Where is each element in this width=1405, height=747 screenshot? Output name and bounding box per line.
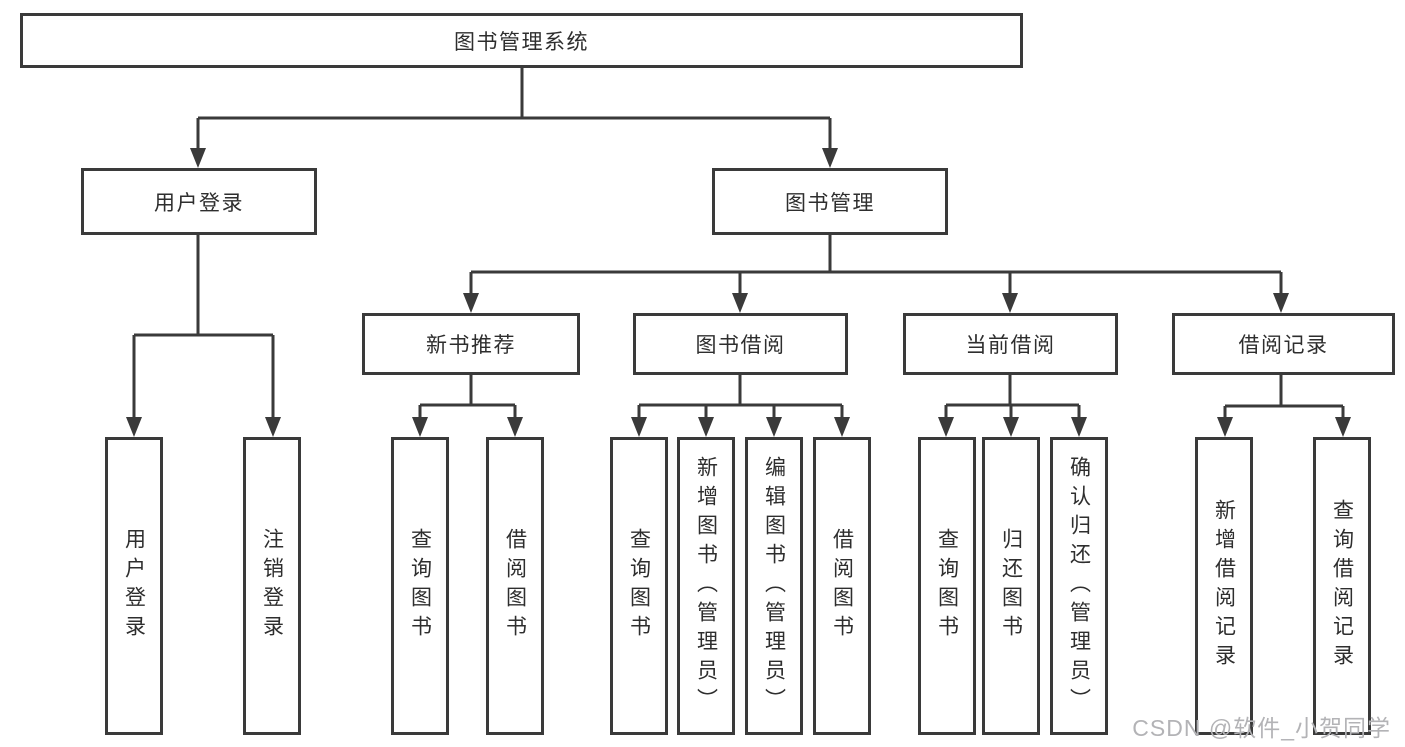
arrow-icon xyxy=(1217,417,1233,437)
arrow-icon xyxy=(1071,417,1087,437)
arrow-icon xyxy=(631,417,647,437)
connector-new-book-to-children xyxy=(418,375,517,420)
connector-book-management-to-level3 xyxy=(469,235,1283,296)
node-confirm-return-admin-label: 确认归还（管理员） xyxy=(1067,455,1091,717)
arrow-icon xyxy=(412,417,428,437)
node-borrow-records: 借阅记录 xyxy=(1172,313,1395,375)
node-user-login-label: 用户登录 xyxy=(154,191,244,215)
arrow-icon xyxy=(938,417,954,437)
arrow-icon xyxy=(1335,417,1351,437)
node-book-management-label: 图书管理 xyxy=(785,191,875,215)
node-current-query-books: 查询图书 xyxy=(918,437,976,735)
node-add-books-admin: 新增图书（管理员） xyxy=(677,437,735,735)
node-root-label: 图书管理系统 xyxy=(454,30,589,54)
arrow-icon xyxy=(190,148,206,168)
node-recommend-borrow-books-label: 借阅图书 xyxy=(503,528,527,644)
node-return-books: 归还图书 xyxy=(982,437,1040,735)
node-recommend-query-books-label: 查询图书 xyxy=(408,528,432,644)
arrow-icon xyxy=(463,293,479,313)
node-current-query-books-label: 查询图书 xyxy=(935,528,959,644)
node-user-login: 用户登录 xyxy=(81,168,317,235)
node-edit-books-admin: 编辑图书（管理员） xyxy=(745,437,803,735)
arrow-icon xyxy=(507,417,523,437)
connector-book-borrow-to-children xyxy=(637,375,844,420)
node-book-management: 图书管理 xyxy=(712,168,948,235)
watermark: CSDN @软件_小贺同学 xyxy=(1132,715,1391,741)
node-borrow-query-books: 查询图书 xyxy=(610,437,668,735)
node-edit-books-admin-label: 编辑图书（管理员） xyxy=(762,455,786,717)
arrow-icon xyxy=(126,417,142,437)
arrow-icon xyxy=(1003,417,1019,437)
node-logout: 注销登录 xyxy=(243,437,301,735)
connector-current-borrow-to-children xyxy=(944,375,1081,420)
arrow-icon xyxy=(822,148,838,168)
node-new-book-recommend-label: 新书推荐 xyxy=(426,334,516,357)
node-query-borrow-record: 查询借阅记录 xyxy=(1313,437,1371,735)
arrow-icon xyxy=(732,293,748,313)
arrow-icon xyxy=(1273,293,1289,313)
node-current-borrow-label: 当前借阅 xyxy=(965,334,1056,357)
node-recommend-query-books: 查询图书 xyxy=(391,437,449,735)
arrow-icon xyxy=(1002,293,1018,313)
node-recommend-borrow-books: 借阅图书 xyxy=(486,437,544,735)
node-confirm-return-admin: 确认归还（管理员） xyxy=(1050,437,1108,735)
node-book-borrow: 图书借阅 xyxy=(633,313,848,375)
node-borrow-query-books-label: 查询图书 xyxy=(627,528,651,644)
node-logout-label: 注销登录 xyxy=(260,528,284,644)
arrowheads xyxy=(126,148,1351,437)
node-query-borrow-record-label: 查询借阅记录 xyxy=(1330,499,1354,673)
arrow-icon xyxy=(766,417,782,437)
arrow-icon xyxy=(265,417,281,437)
node-user-login-action-label: 用户登录 xyxy=(122,528,146,644)
node-return-books-label: 归还图书 xyxy=(999,528,1023,644)
connector-user-login-to-children xyxy=(132,235,275,420)
node-borrow-books-label: 借阅图书 xyxy=(830,528,854,644)
node-add-books-admin-label: 新增图书（管理员） xyxy=(694,455,718,717)
node-add-borrow-record: 新增借阅记录 xyxy=(1195,437,1253,735)
node-current-borrow: 当前借阅 xyxy=(903,313,1118,375)
node-add-borrow-record-label: 新增借阅记录 xyxy=(1212,499,1236,673)
connector-root-to-level2 xyxy=(196,68,832,150)
node-user-login-action: 用户登录 xyxy=(105,437,163,735)
arrow-icon xyxy=(834,417,850,437)
node-book-borrow-label: 图书借阅 xyxy=(695,334,786,357)
connector-borrow-records-to-children xyxy=(1223,372,1345,420)
node-new-book-recommend: 新书推荐 xyxy=(362,313,580,375)
node-borrow-records-label: 借阅记录 xyxy=(1238,334,1329,357)
node-borrow-books: 借阅图书 xyxy=(813,437,871,735)
node-root: 图书管理系统 xyxy=(20,13,1023,68)
arrow-icon xyxy=(698,417,714,437)
